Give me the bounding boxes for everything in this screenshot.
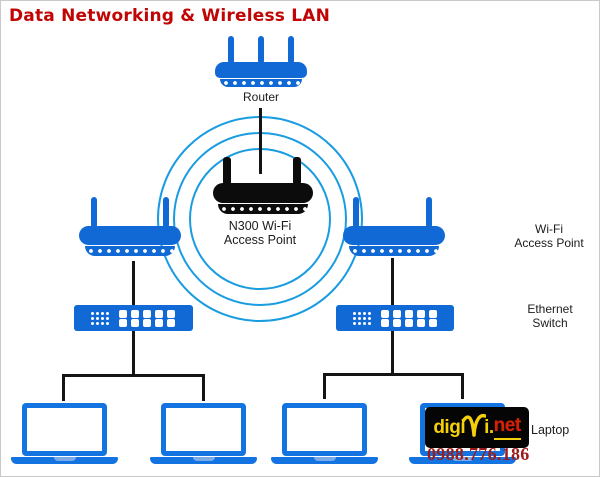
laptop-icon <box>271 403 378 464</box>
digivi-logo: digi i. net <box>425 407 529 448</box>
laptop-screen <box>22 403 107 456</box>
antenna <box>223 157 231 184</box>
switch-ports <box>119 309 175 327</box>
cable-left-drop-1 <box>62 374 65 401</box>
diagram-title: Data Networking & Wireless LAN <box>9 6 331 26</box>
cable-left-switch-down <box>132 330 135 377</box>
wifi-access-point-label: Wi-Fi Access Point <box>514 222 584 250</box>
phone-number: 0988.776.186 <box>427 444 530 464</box>
access-point-led-band <box>85 246 175 256</box>
router-body <box>215 62 307 78</box>
laptop-label: Laptop <box>531 423 570 437</box>
access-point-body <box>343 226 445 245</box>
access-point-body <box>213 183 313 203</box>
ethernet-switch-label: Ethernet Switch <box>527 302 573 330</box>
cable-right-drop-1 <box>323 373 326 399</box>
cable-right-tee-horizontal <box>323 373 464 376</box>
laptop-icon <box>150 403 257 464</box>
access-point-body <box>79 226 181 245</box>
left-access-point-icon <box>79 197 181 259</box>
cable-left-ap-to-switch <box>132 261 135 306</box>
antenna <box>426 197 432 227</box>
laptop-screen <box>282 403 367 456</box>
antenna <box>228 36 234 63</box>
cable-right-switch-down <box>391 330 394 375</box>
n300-access-point-label: N300 Wi-Fi Access Point <box>223 219 297 247</box>
access-point-led-band <box>349 246 439 256</box>
laptop-icon <box>11 403 118 464</box>
switch-ports <box>381 309 437 327</box>
router-led-band <box>220 79 302 87</box>
cable-right-drop-2 <box>461 373 464 399</box>
logo-text-digi: digi <box>433 416 466 438</box>
left-ethernet-switch-icon <box>74 305 193 331</box>
router-label: Router <box>242 90 280 104</box>
n300-access-point-icon <box>213 157 313 214</box>
antenna <box>163 197 169 227</box>
cable-right-ap-to-switch <box>391 258 394 306</box>
switch-vent-dots <box>91 311 109 325</box>
laptop-base <box>11 457 118 464</box>
cable-left-tee-horizontal <box>62 374 205 377</box>
router-icon <box>215 36 307 87</box>
antenna <box>293 157 301 184</box>
laptop-base <box>409 457 516 464</box>
antenna <box>288 36 294 63</box>
laptop-base <box>271 457 378 464</box>
antenna <box>91 197 97 227</box>
antenna <box>353 197 359 227</box>
logo-text-i: i. <box>484 416 494 438</box>
access-point-led-band <box>218 204 308 214</box>
cable-left-drop-2 <box>202 374 205 401</box>
right-access-point-icon <box>343 197 445 259</box>
switch-vent-dots <box>353 311 371 325</box>
right-ethernet-switch-icon <box>336 305 454 331</box>
logo-text-net: net <box>493 415 521 440</box>
antenna <box>258 36 264 63</box>
laptop-screen <box>161 403 246 456</box>
cable-router-to-center-ap <box>259 108 262 174</box>
logo-v-swoosh-icon <box>462 413 487 437</box>
laptop-base <box>150 457 257 464</box>
